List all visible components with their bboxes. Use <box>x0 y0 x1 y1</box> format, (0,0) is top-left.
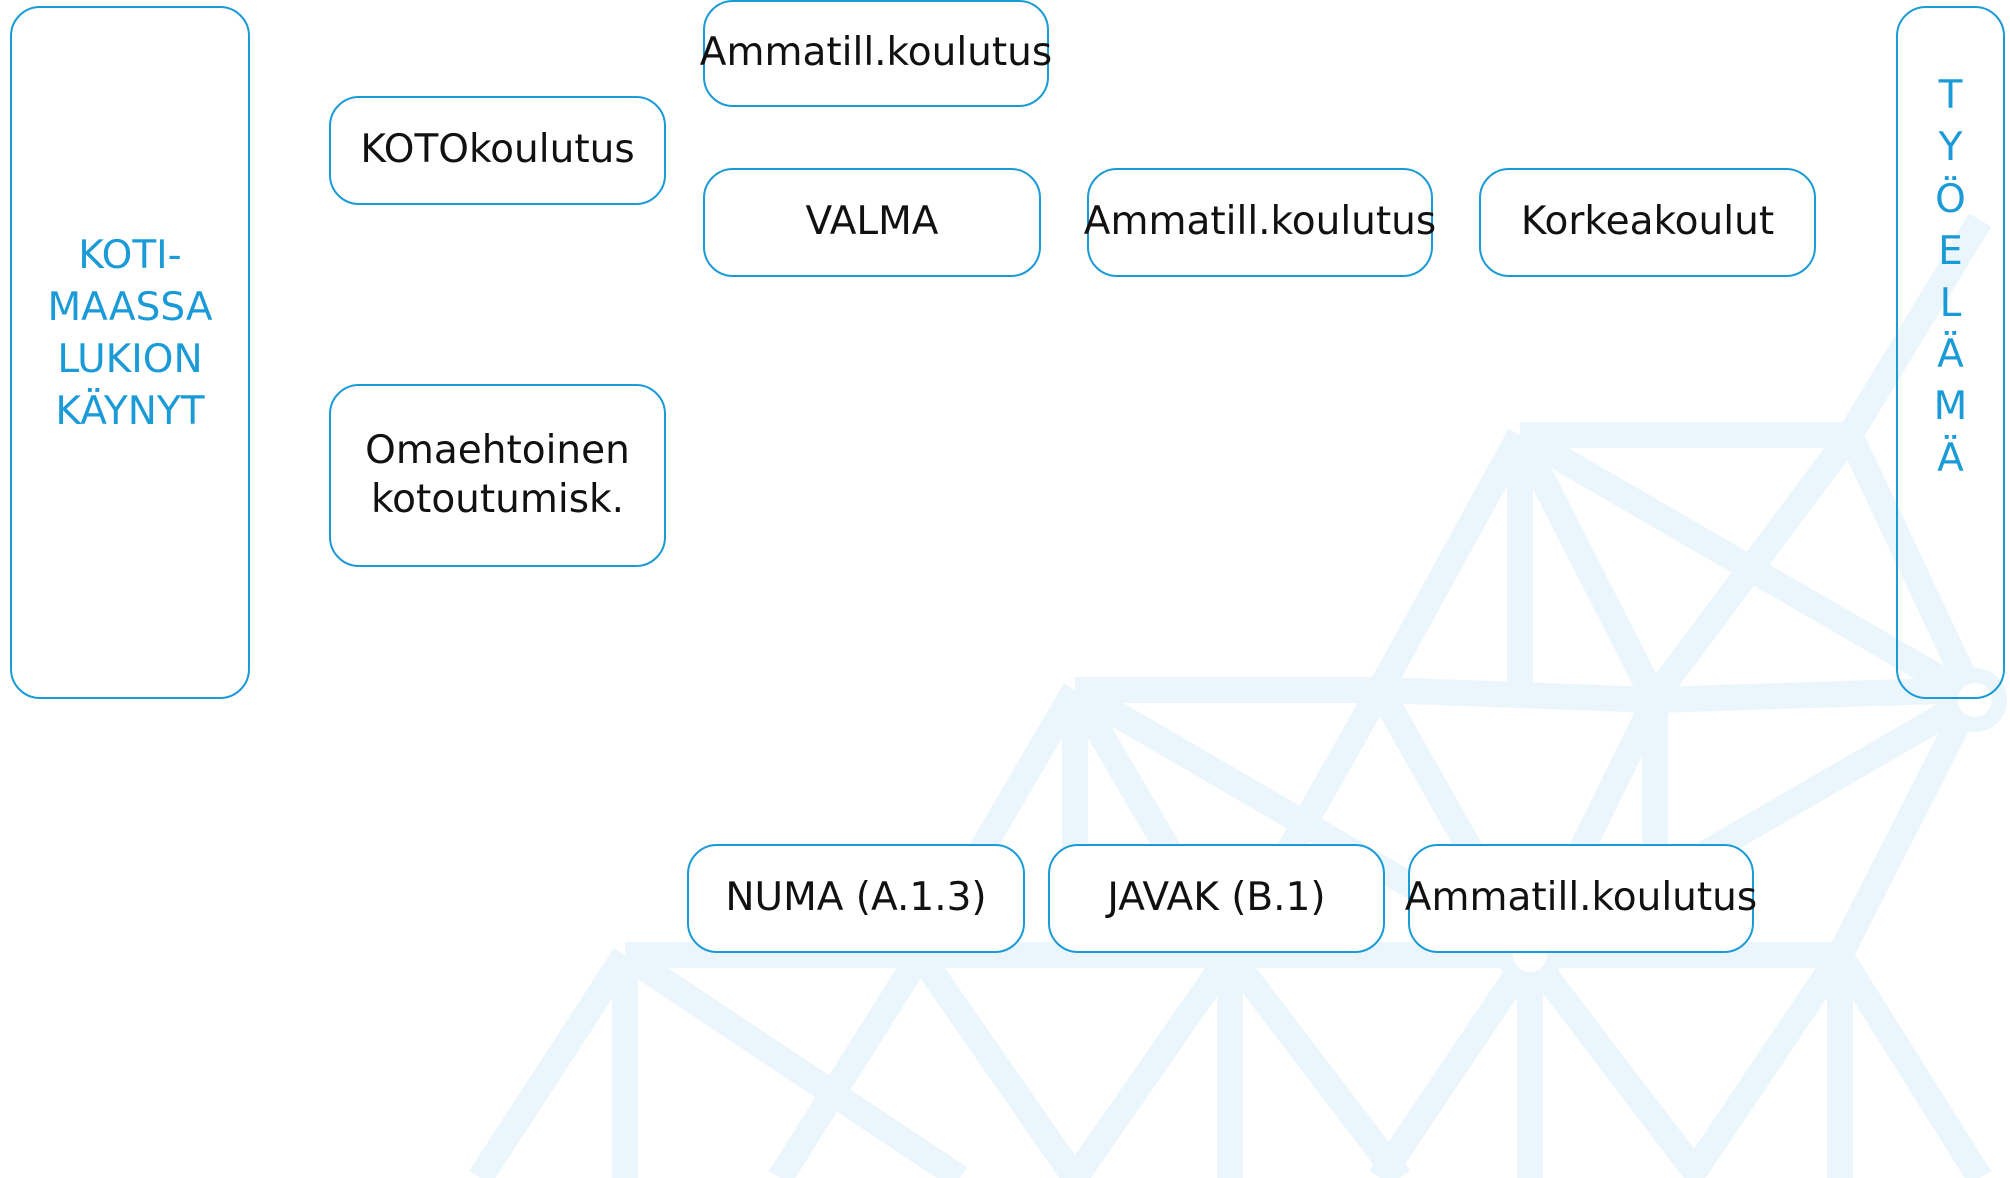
node-label: KOTOkoulutus <box>360 127 635 173</box>
start-label-line: LUKION <box>57 337 203 382</box>
node-korkeakoulut: Korkeakoulut <box>1479 168 1816 277</box>
node-label: Ammatill.koulutus <box>699 30 1053 76</box>
node-kotokoulutus: KOTOkoulutus <box>329 96 666 205</box>
node-label: NUMA (A.1.3) <box>725 875 987 921</box>
vertical-letter: Y <box>1938 124 1963 170</box>
vertical-letter: E <box>1938 228 1963 274</box>
node-label-line: Omaehtoinen <box>365 427 630 473</box>
end-box-tyoelama: T Y Ö E L Ä M Ä <box>1896 6 2005 699</box>
tyoelama-vertical-label: T Y Ö E L Ä M Ä <box>1934 70 1968 485</box>
vertical-letter: L <box>1939 280 1962 326</box>
start-label-line: MAASSA <box>47 285 213 331</box>
node-label: Ammatill.koulutus <box>1083 199 1437 245</box>
node-ammatill-koulutus-bottom: Ammatill.koulutus <box>1404 844 1758 953</box>
node-label: VALMA <box>805 199 939 245</box>
node-numa: NUMA (A.1.3) <box>687 844 1025 953</box>
node-label: JAVAK (B.1) <box>1107 875 1326 921</box>
node-label-line: kotoutumisk. <box>370 476 625 522</box>
vertical-letter: Ä <box>1937 332 1964 378</box>
vertical-letter: M <box>1933 384 1968 430</box>
node-label: Korkeakoulut <box>1520 199 1775 245</box>
node-ammatill-koulutus-top: Ammatill.koulutus <box>699 0 1053 107</box>
start-box-koti-maassa-lukion-kaynyt: KOTI- MAASSA LUKION KÄYNYT <box>10 6 250 699</box>
vertical-letter: Ä <box>1937 436 1964 482</box>
node-ammatill-koulutus-mid: Ammatill.koulutus <box>1083 168 1437 277</box>
vertical-letter: T <box>1938 73 1963 119</box>
node-label: Ammatill.koulutus <box>1404 875 1758 921</box>
start-label-line: KOTI- <box>78 233 182 279</box>
node-javak: JAVAK (B.1) <box>1048 844 1385 953</box>
start-label-line: KÄYNYT <box>55 388 205 434</box>
vertical-letter: Ö <box>1935 176 1966 222</box>
node-valma: VALMA <box>703 168 1041 277</box>
node-omaehtoinen-kotoutumisk: Omaehtoinen kotoutumisk. <box>329 384 666 567</box>
